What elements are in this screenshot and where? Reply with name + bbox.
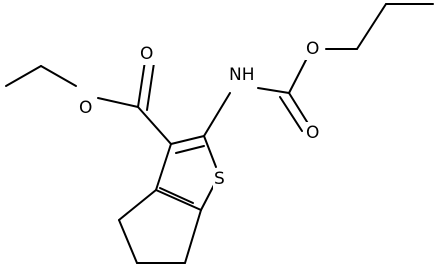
propyl-group bbox=[325, 3, 434, 50]
cyclopentane-c4-c5-bond bbox=[118, 219, 138, 264]
amine-ring-bond bbox=[203, 92, 231, 137]
ring-c7a-c3a-bond bbox=[155, 189, 202, 211]
cyclopentane-c6-c7a-bond bbox=[184, 209, 202, 264]
ester-o-carbonyl-bond bbox=[97, 97, 139, 108]
carbamate-oxygen-label-bg bbox=[305, 38, 323, 60]
carbamate-group bbox=[203, 57, 310, 137]
ring-c3-c2-bond bbox=[170, 135, 205, 145]
atom-labels: O O NH O O S bbox=[78, 38, 323, 190]
ring-c3a-c3-bond bbox=[155, 143, 172, 191]
amine-carbonyl-bond bbox=[257, 87, 290, 94]
carbamate-carbonyl-o-bond bbox=[288, 57, 308, 94]
sulfur-label: S bbox=[214, 169, 225, 189]
ethyl-group bbox=[5, 65, 77, 87]
ester-oxygen-label: O bbox=[79, 98, 92, 118]
carbamate-carbonyl-double-bond-b bbox=[279, 96, 303, 132]
amine-label-bg bbox=[228, 64, 259, 86]
ethyl-ch3-ch2-bond bbox=[5, 65, 42, 87]
ester-carbonyl-oxygen-label-bg bbox=[139, 43, 157, 65]
amine-label: NH bbox=[229, 65, 255, 85]
ring-c3-c2-double-bond bbox=[175, 145, 205, 154]
thiophene-ring bbox=[155, 135, 217, 211]
ester-carbonyl-double-bond-a bbox=[137, 60, 146, 108]
ethyl-ch2-o-bond bbox=[40, 65, 77, 87]
ester-carbon-ring-bond bbox=[137, 106, 172, 145]
ring-c2-s-bond bbox=[203, 135, 217, 168]
carbamate-oxygen-label: O bbox=[306, 39, 319, 59]
ester-carbonyl-oxygen-label: O bbox=[140, 44, 153, 64]
cyclopentane-ring bbox=[118, 189, 202, 264]
propyl-ch2-ch2-bond bbox=[356, 3, 387, 50]
ester-oxygen-label-bg bbox=[78, 97, 96, 119]
ring-c7a-c3a-double-bond bbox=[159, 187, 194, 204]
ester-carbonyl-double-bond-b bbox=[146, 62, 155, 111]
cyclopentane-c3a-c4-bond bbox=[118, 189, 157, 221]
ring-s-c7a-bond bbox=[200, 184, 215, 211]
ester-group bbox=[97, 60, 172, 145]
carbamate-carbonyl-double-bond-a bbox=[288, 92, 310, 126]
sulfur-label-bg bbox=[213, 168, 229, 190]
carbamate-carbonyl-oxygen-label: O bbox=[306, 123, 319, 143]
carbamate-carbonyl-oxygen-label-bg bbox=[305, 122, 323, 144]
